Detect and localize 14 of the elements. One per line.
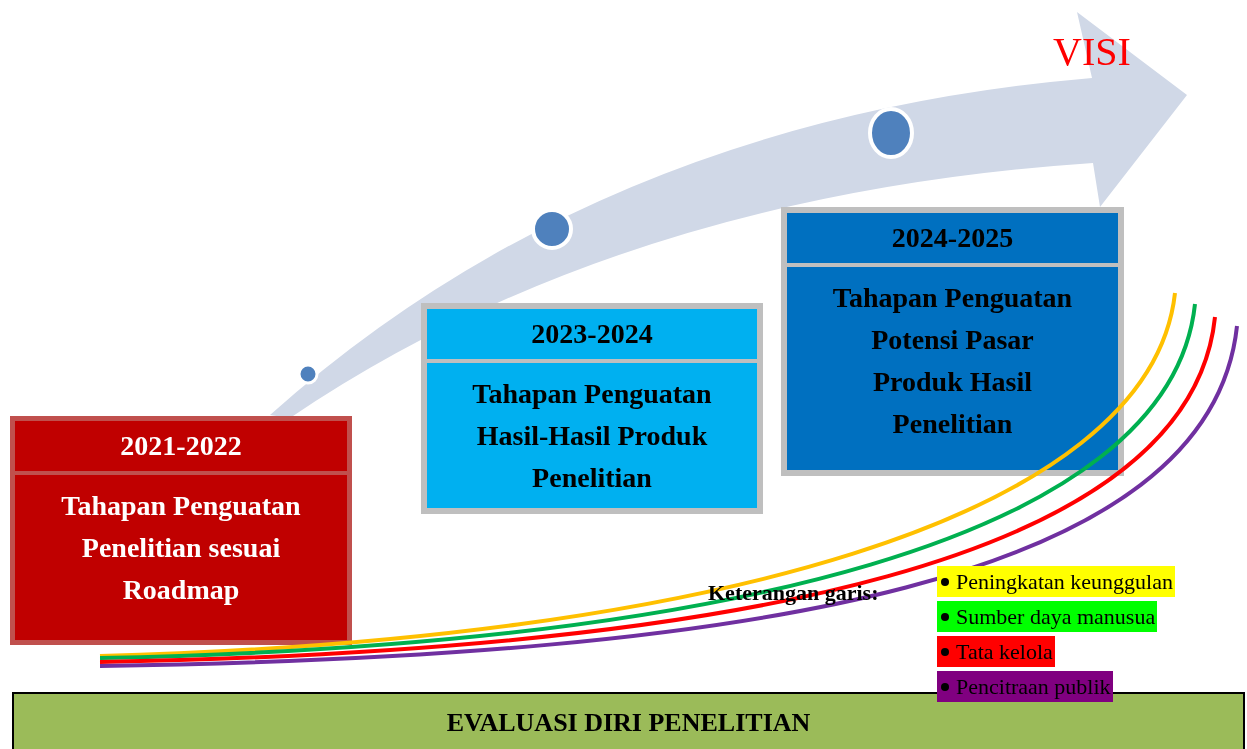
stage-year: 2021-2022 [15,421,347,475]
stage-description: Tahapan Penguatan Potensi Pasar Produk Hasil Penelitian [831,281,1074,441]
legend-item: Sumber daya manusua [937,601,1158,632]
vision-label: VISI [1053,28,1131,75]
stage-box [781,207,1124,476]
stage-box [421,303,763,514]
stage-year: 2024-2025 [787,213,1118,267]
stage-box [10,416,352,645]
legend-item: Pencitraan publik [937,671,1113,702]
legend-item: Peningkatan keunggulan [937,566,1175,597]
stage-year: 2023-2024 [427,309,757,363]
stage-description: Tahapan Penguatan Penelitian sesuai Roadmap [60,489,302,607]
legend-item: Tata kelola [937,636,1055,667]
stage-description: Tahapan Penguatan Hasil-Hasil Produk Penelitian [471,377,713,495]
